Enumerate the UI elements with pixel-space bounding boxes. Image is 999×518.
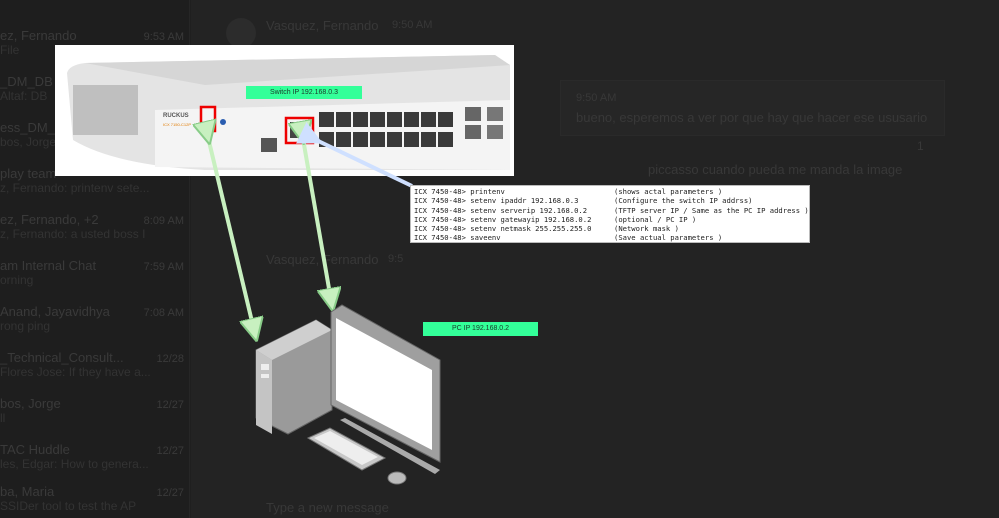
chat-item[interactable]: am Internal Chat 7:59 AM orning xyxy=(0,258,188,287)
switch-illustration xyxy=(67,55,510,170)
ethernet-port xyxy=(438,112,453,127)
chat-name: play team xyxy=(0,166,57,181)
command-description: (optional / PC IP ) xyxy=(614,214,697,224)
chat-preview: Flores Jose: If they have a... xyxy=(0,365,151,379)
terminal-line: ICX 7450-48> setenv netmask 255.255.255.… xyxy=(414,224,806,233)
ethernet-port xyxy=(438,132,453,147)
chat-preview: orning xyxy=(0,273,34,287)
ethernet-port xyxy=(387,112,402,127)
switch-ip-label: Switch IP 192.168.0.3 xyxy=(246,86,362,99)
switch-photo: RUCKUS ICX 7150-C12P xyxy=(55,45,514,176)
terminal-commands: ICX 7450-48> printenv (shows actal parame… xyxy=(410,185,810,243)
chat-time: 7:08 AM xyxy=(143,307,184,319)
chat-preview: z, Fernando: printenv sete... xyxy=(0,181,150,195)
chat-name: _DM_DB xyxy=(0,74,53,89)
message-bubble xyxy=(560,80,945,136)
chat-item[interactable]: bos, Jorge 12/27 ll xyxy=(0,396,188,425)
ethernet-port xyxy=(387,132,402,147)
terminal-line: ICX 7450-48> setenv serverip 192.168.0.2… xyxy=(414,205,809,215)
message-text: bueno, esperemos a ver por que hay que h… xyxy=(576,110,928,125)
ethernet-port xyxy=(404,112,419,127)
chat-time: 9:53 AM xyxy=(143,31,184,43)
message-text: piccasso cuando pueda me manda la image xyxy=(648,162,903,177)
ethernet-port xyxy=(370,132,385,147)
command-description: (Configure the switch IP addrss) xyxy=(614,196,753,206)
chat-time: 12/27 xyxy=(156,399,184,411)
chat-name: bos, Jorge xyxy=(0,396,61,411)
chat-name: Anand, Jayavidhya xyxy=(0,304,110,319)
command-description: (shows actal parameters ) xyxy=(614,187,723,196)
command-description: (TFTP server IP / Same as the PC IP addr… xyxy=(614,205,809,215)
pc-ip-label: PC IP 192.168.0.2 xyxy=(423,322,538,336)
vent-grille xyxy=(73,85,138,135)
command: ICX 7450-48> setenv gatewayip 192.168.0.… xyxy=(414,214,592,224)
avatar xyxy=(226,18,256,48)
command-description: (Save actual parameters ) xyxy=(614,233,723,243)
message-time: 9:50 AM xyxy=(576,92,617,104)
chat-preview: rong ping xyxy=(0,319,51,333)
chat-time: 7:59 AM xyxy=(143,261,184,273)
message-time: 9:5 xyxy=(388,253,404,265)
ethernet-port xyxy=(353,132,368,147)
chat-name: ess_DM_ xyxy=(0,120,55,135)
ethernet-port xyxy=(336,132,351,147)
message-time: 9:50 AM xyxy=(392,19,433,31)
message-sender: Vasquez, Fernando xyxy=(266,18,379,33)
chat-time: 12/28 xyxy=(156,353,184,365)
command: ICX 7450-48> setenv serverip 192.168.0.2 xyxy=(414,205,588,215)
chat-name: ez, Fernando, +2 xyxy=(0,212,99,227)
ethernet-port xyxy=(370,112,385,127)
reaction-count[interactable]: 1 xyxy=(917,139,924,153)
chat-preview: z, Fernando: a usted boss I xyxy=(0,227,146,241)
command: ICX 7450-48> saveenv xyxy=(414,233,501,243)
chat-preview: les, Edgar: How to genera... xyxy=(0,457,149,471)
ethernet-port xyxy=(319,132,334,147)
chat-item[interactable]: ess_DM_bos, Jorge xyxy=(0,120,188,149)
brand-logo: RUCKUS xyxy=(163,113,189,119)
ethernet-port xyxy=(421,132,436,147)
chat-preview: Altaf: DB xyxy=(0,89,48,103)
ethernet-port xyxy=(319,112,334,127)
chat-name: ez, Fernando xyxy=(0,28,77,43)
terminal-line: ICX 7450-48> saveenv (Save actual paramet… xyxy=(414,233,806,242)
chat-time: 12/27 xyxy=(156,445,184,457)
chat-preview: ll xyxy=(0,411,6,425)
terminal-line: ICX 7450-48> setenv gatewayip 192.168.0.… xyxy=(414,215,806,224)
chat-name: TAC Huddle xyxy=(0,442,70,457)
chat-time: 12/27 xyxy=(156,487,184,499)
ethernet-port xyxy=(353,112,368,127)
command-description: (Network mask ) xyxy=(614,224,679,234)
chat-item[interactable]: ez, Fernando 9:53 AM File xyxy=(0,28,188,57)
chat-name: am Internal Chat xyxy=(0,258,97,273)
command: ICX 7450-48> setenv netmask 255.255.255.… xyxy=(414,224,592,234)
ethernet-port xyxy=(404,132,419,147)
chat-item[interactable]: TAC Huddle 12/27 les, Edgar: How to genera… xyxy=(0,442,188,471)
command: ICX 7450-48> setenv ipaddr 192.168.0.3 xyxy=(414,196,579,206)
terminal-line: ICX 7450-48> printenv (shows actal parame… xyxy=(414,187,806,196)
chat-item[interactable]: Anand, Jayavidhya 7:08 AM rong ping xyxy=(0,304,188,333)
command: ICX 7450-48> printenv xyxy=(414,187,505,196)
chat-preview: File xyxy=(0,43,20,57)
chat-name: ba, Maria xyxy=(0,484,55,499)
message-sender: Vasquez, Fernando xyxy=(266,252,379,267)
chat-preview: SSIDer tool to test the AP xyxy=(0,499,137,513)
terminal-line: ICX 7450-48> setenv ipaddr 192.168.0.3 (C… xyxy=(414,196,806,205)
chat-preview: bos, Jorge xyxy=(0,135,57,149)
compose-input[interactable]: Type a new message xyxy=(266,500,389,515)
ethernet-port xyxy=(336,112,351,127)
chat-time: 8:09 AM xyxy=(143,215,184,227)
model-label: ICX 7150-C12P xyxy=(163,122,192,127)
chat-name: _Technical_Consult... xyxy=(0,350,124,365)
ethernet-port xyxy=(421,112,436,127)
